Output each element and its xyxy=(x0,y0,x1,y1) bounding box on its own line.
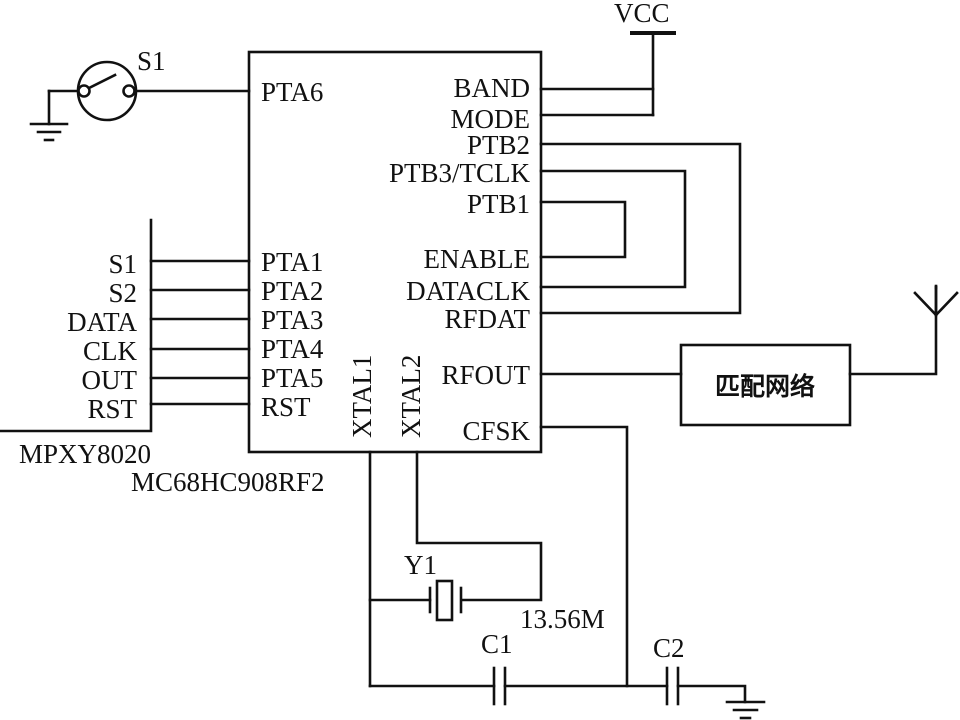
pin-pta6: PTA6 xyxy=(261,77,323,107)
vcc-label: VCC xyxy=(614,0,670,28)
crystal-value: 13.56M xyxy=(520,604,605,634)
wire-ptb1-enable xyxy=(539,200,627,259)
crystal-body-icon xyxy=(435,579,454,622)
wire-ptb3-dataclk xyxy=(539,169,687,289)
mcu-part-label: MC68HC908RF2 xyxy=(131,467,325,497)
pin-ptb1: PTB1 xyxy=(467,189,530,219)
sensor-part-label: MPXY8020 xyxy=(19,439,151,469)
wire-c2-ground xyxy=(676,684,747,704)
capacitor-c1-label: C1 xyxy=(481,629,513,659)
matching-network-label: 匹配网络 xyxy=(715,372,815,401)
sensor-pin-s1: S1 xyxy=(108,249,137,279)
pin-pta3: PTA3 xyxy=(261,305,323,335)
matching-network-box xyxy=(679,343,852,427)
pin-mode: MODE xyxy=(451,104,531,134)
pin-rfout: RFOUT xyxy=(441,360,530,390)
ground-icon xyxy=(29,122,69,142)
sensor-pin-clk: CLK xyxy=(83,336,138,366)
pin-enable: ENABLE xyxy=(424,244,530,274)
mcu-chip xyxy=(247,50,543,454)
pin-rfdat: RFDAT xyxy=(444,304,530,334)
pin-cfsk: CFSK xyxy=(462,416,530,446)
sensor-mpxy8020: S1 S2 DATA CLK OUT RST MPXY8020 xyxy=(0,218,153,469)
sensor-pin-rst: RST xyxy=(87,394,137,424)
wire-xtal2-y1 xyxy=(415,450,543,602)
sensor-pin-data: DATA xyxy=(67,307,137,337)
ground-icon xyxy=(725,700,766,720)
wire-cfsk xyxy=(539,425,629,688)
switch-lever xyxy=(87,73,117,90)
pin-pta1: PTA1 xyxy=(261,247,323,277)
switch-s1: S1 xyxy=(76,46,166,122)
antenna-icon xyxy=(913,284,959,317)
crystal-y1: Y1 13.56M xyxy=(404,550,605,634)
pin-pta2: PTA2 xyxy=(261,276,323,306)
switch-contact-right xyxy=(122,84,136,98)
pin-band: BAND xyxy=(453,73,530,103)
wire-ptb2-rfdat xyxy=(539,142,742,315)
sensor-pin-s2: S2 xyxy=(108,278,137,308)
crystal-label: Y1 xyxy=(404,550,437,580)
sensor-pin-out: OUT xyxy=(82,365,138,395)
switch-label: S1 xyxy=(137,46,166,76)
pin-dataclk: DATACLK xyxy=(406,276,530,306)
pin-pta5: PTA5 xyxy=(261,363,323,393)
pin-ptb3-tclk: PTB3/TCLK xyxy=(389,158,531,188)
capacitor-c2-label: C2 xyxy=(653,633,685,663)
vcc-symbol: VCC xyxy=(614,0,676,117)
pin-rst: RST xyxy=(261,392,311,422)
capacitor-c1: C1 xyxy=(481,629,513,706)
pin-ptb2: PTB2 xyxy=(467,130,530,160)
capacitor-c2: C2 xyxy=(653,633,685,706)
pin-xtal2: XTAL2 xyxy=(396,355,426,438)
pin-pta4: PTA4 xyxy=(261,334,324,364)
pin-xtal1: XTAL1 xyxy=(347,355,377,438)
